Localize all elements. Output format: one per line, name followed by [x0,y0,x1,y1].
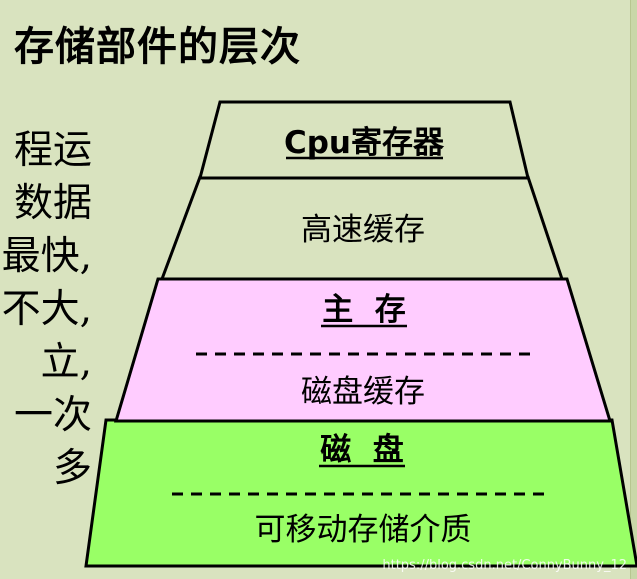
disk-label: 磁 盘 [320,432,404,468]
left-text-line: 一次 [13,393,92,438]
left-text-line: 数据 [13,181,92,226]
left-text-line: 程运 [13,128,92,173]
cpu-register-label: Cpu寄存器 [284,125,445,161]
slide-right-edge [630,0,637,579]
removable-media-label: 可移动存储介质 [255,512,472,548]
slide-title: 存储部件的层次 [14,24,301,70]
left-text-line: 最快, [1,234,92,279]
cache-label: 高速缓存 [301,212,425,248]
main-memory-label: 主 存 [322,292,406,328]
left-text-line: 立, [40,340,92,385]
watermark: https://blog.csdn.net/ConnyBunny_12 [382,558,627,573]
disk-cache-label: 磁盘缓存 [301,374,425,410]
left-text-line: 多 [52,446,92,491]
pyramid-level-cpu-register [198,100,530,180]
left-text-column: 程运 数据 最快, 不大, 立, 一次 多 [0,124,92,495]
left-text-line: 不大, [1,287,92,332]
